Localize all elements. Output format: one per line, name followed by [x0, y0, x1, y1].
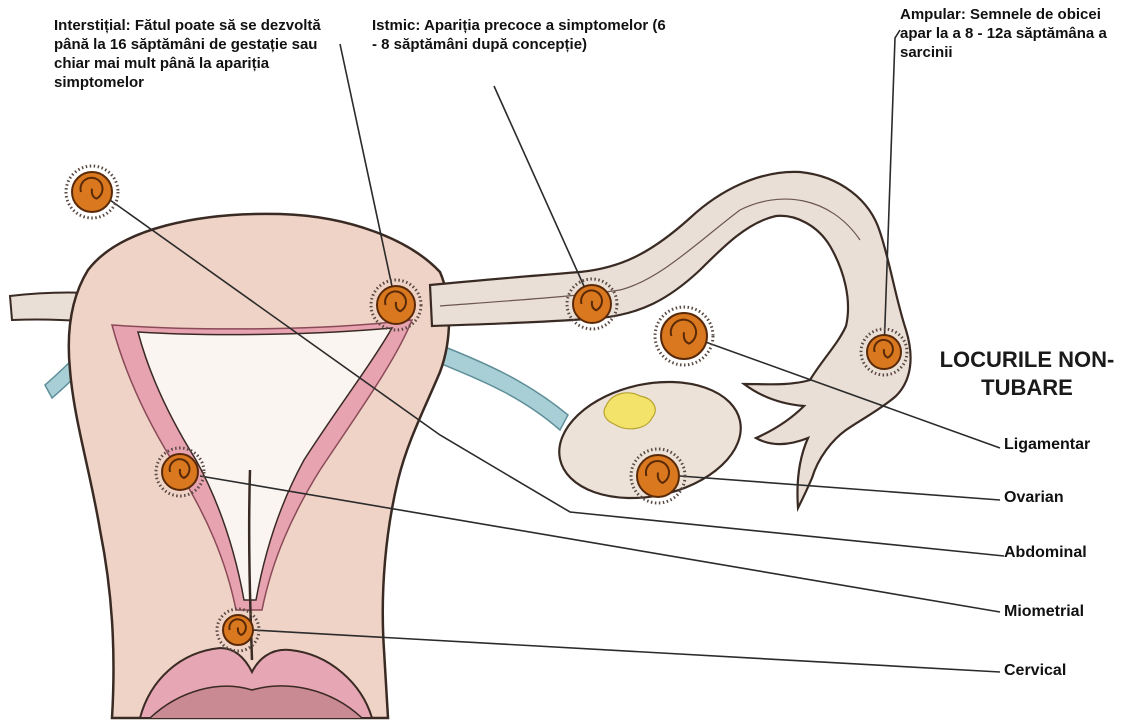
non-tubal-heading: LOCURILE NON-TUBARE — [934, 346, 1120, 402]
label-miometrial: Miometrial — [1004, 603, 1084, 621]
leader-line — [494, 86, 592, 304]
annotation-ampular: Ampular: Semnele de obicei apar la a 8 -… — [900, 5, 1132, 62]
embryo-ligamentar — [655, 307, 713, 365]
label-ligamentar: Ligamentar — [1004, 436, 1090, 454]
annotation-ampular-title: Ampular: — [900, 6, 966, 23]
follicle — [604, 393, 655, 429]
label-cervical: Cervical — [1004, 662, 1066, 680]
leader-line — [680, 476, 1000, 500]
annotation-istmic: Istmic: Apariția precoce a simptomelor (… — [372, 16, 672, 54]
label-abdominal: Abdominal — [1004, 544, 1087, 562]
annotation-interstitial: Interstițial: Fătul poate să se dezvoltă… — [54, 16, 344, 92]
annotation-istmic-title: Istmic: — [372, 17, 420, 34]
annotation-interstitial-title: Interstițial: — [54, 17, 131, 34]
ovarian-ligament — [432, 345, 568, 430]
label-ovarian: Ovarian — [1004, 489, 1064, 507]
embryo-abdominal — [66, 166, 118, 218]
